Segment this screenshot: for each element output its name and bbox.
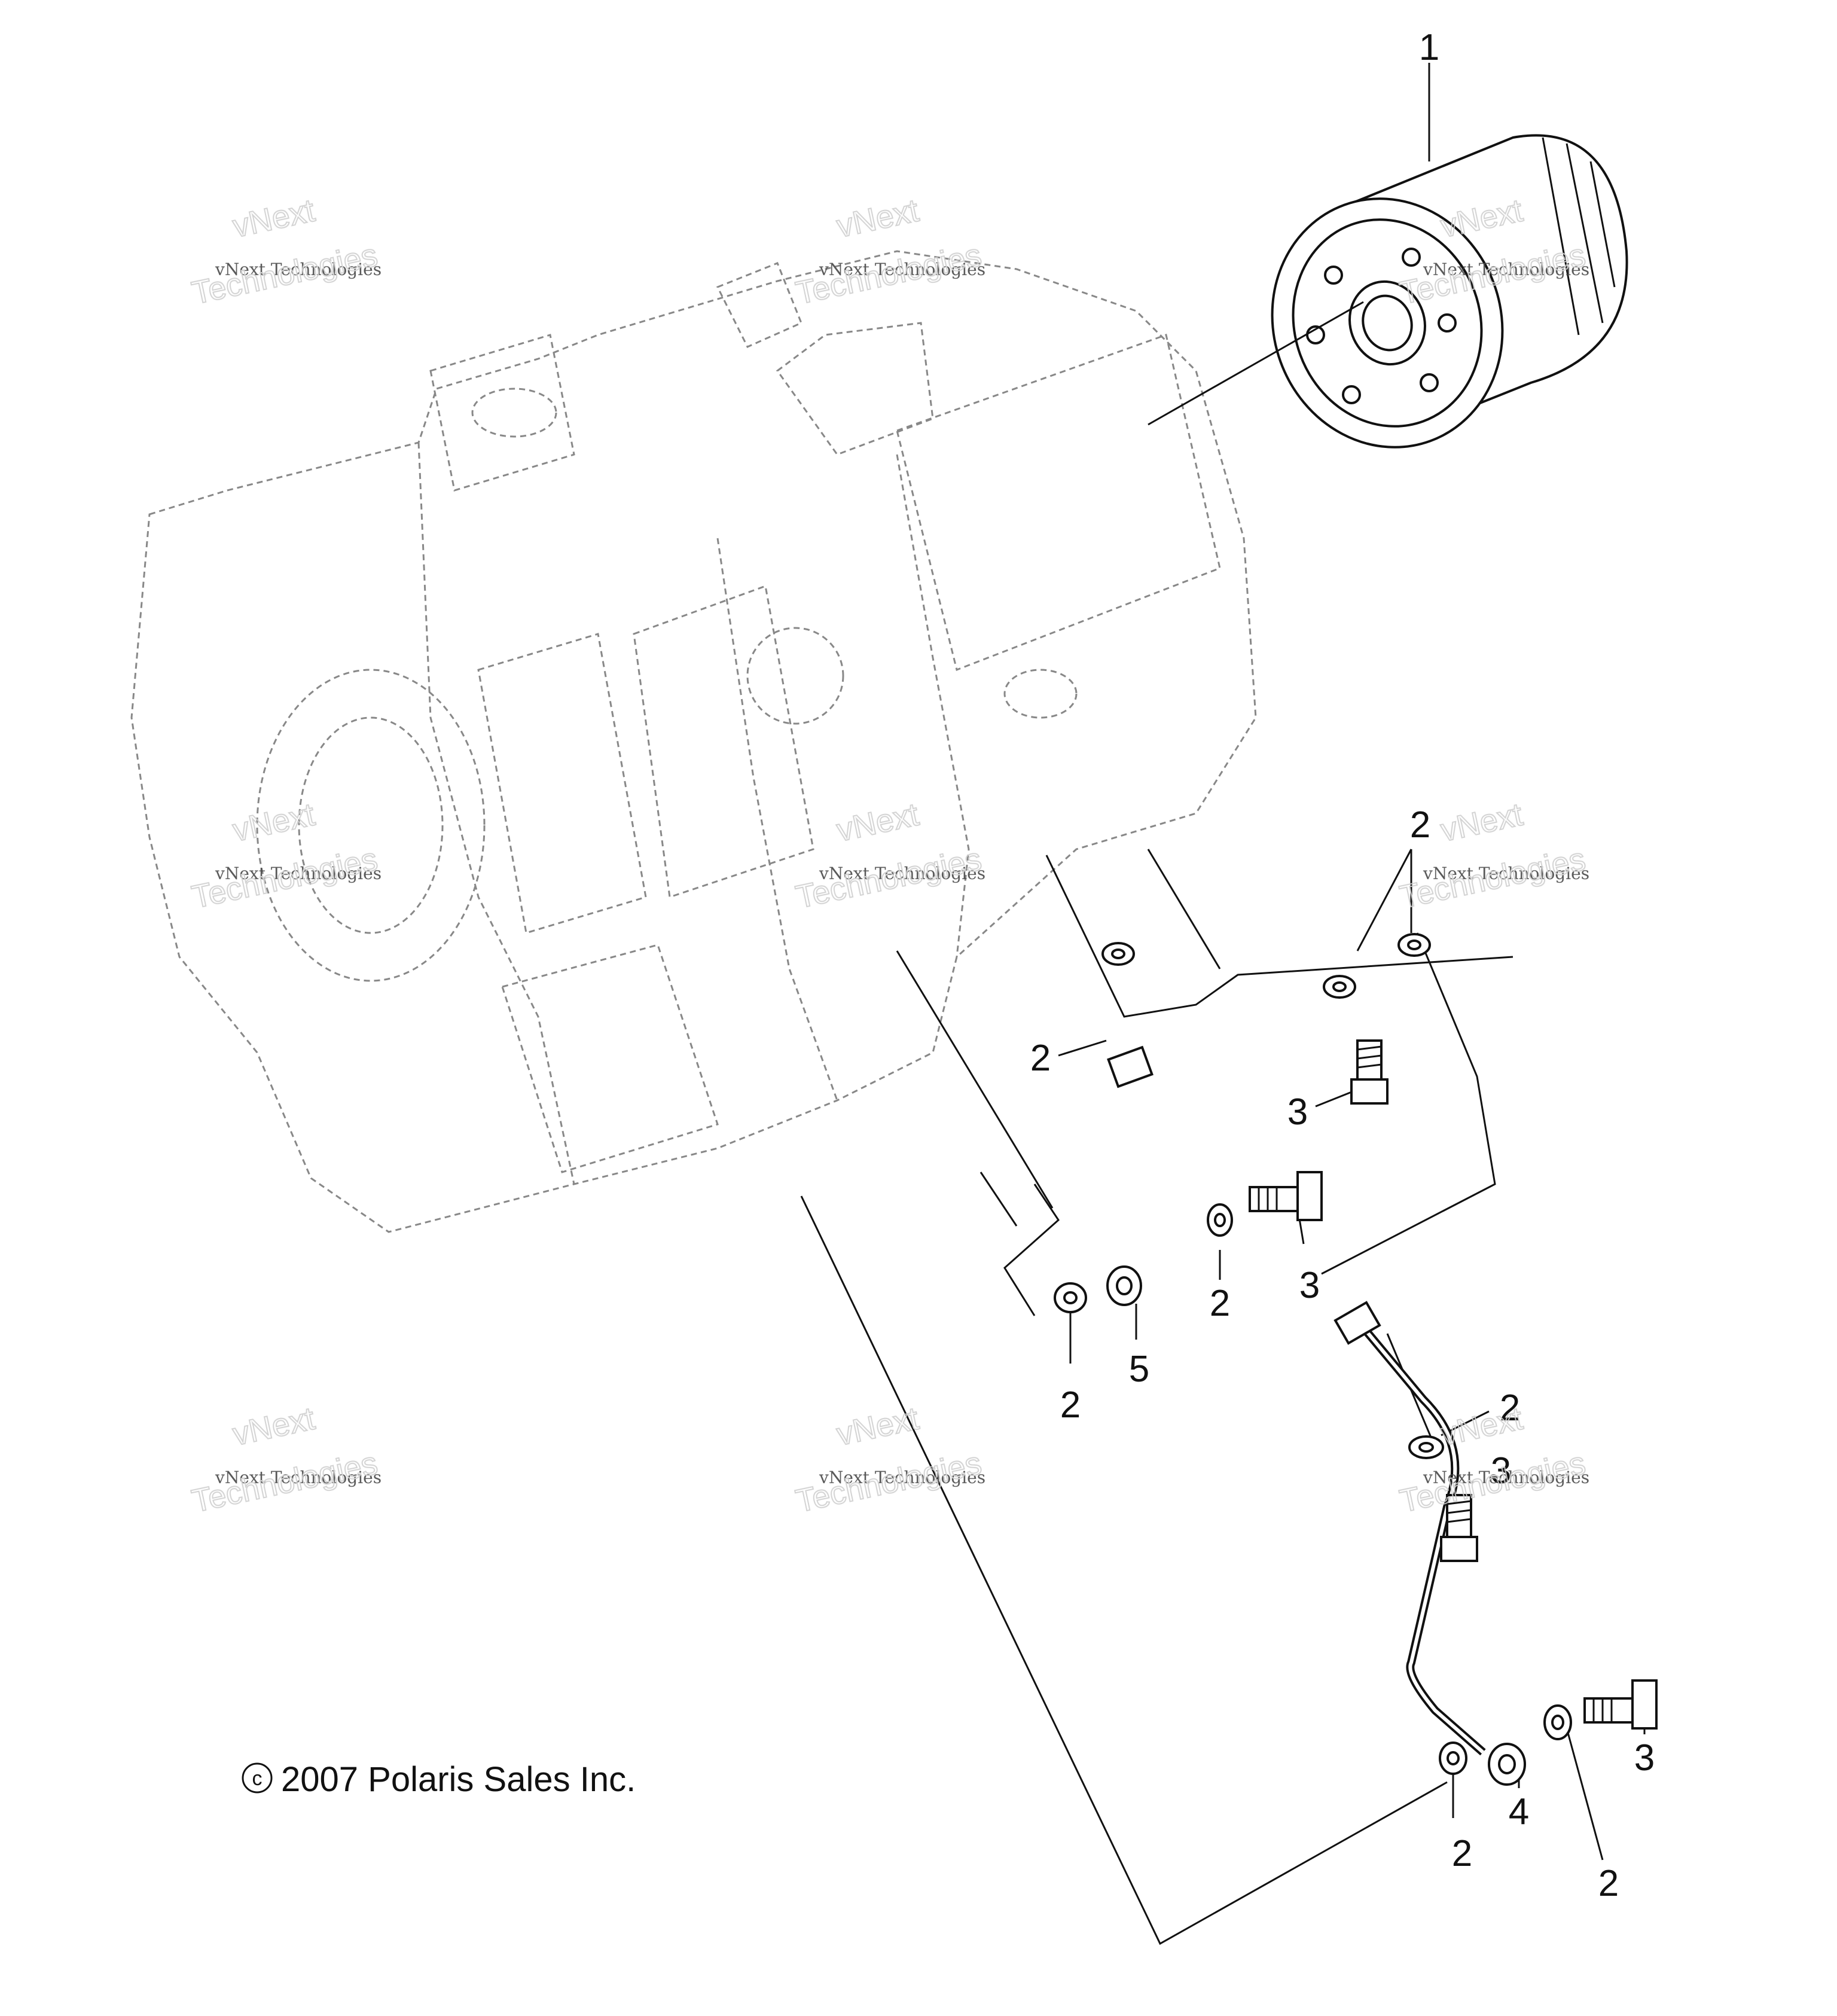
washer-8 [1543,1704,1572,1740]
svg-text:vNext: vNext [230,1401,318,1453]
callout-2: 2 [1598,1863,1619,1904]
svg-text:Technologies: Technologies [189,237,381,311]
bolt-4 [1583,1679,1658,1730]
svg-text:vNext Technologies: vNext Technologies [1423,1468,1589,1487]
bolt-2 [1249,1171,1323,1221]
svg-text:vNext Technologies: vNext Technologies [819,864,985,883]
watermark: vNext vNext Technologies Technologies [792,796,985,916]
callout-2: 2 [1060,1384,1081,1426]
svg-text:vNext Technologies: vNext Technologies [215,1468,382,1487]
svg-text:Technologies: Technologies [793,1445,985,1519]
svg-text:vNext: vNext [230,193,318,245]
copyright-text: 2007 Polaris Sales Inc. [281,1760,636,1799]
svg-text:vNext: vNext [1438,1401,1526,1453]
callout-2: 2 [1030,1038,1051,1079]
washer-group [1054,933,1572,1775]
bolt-3 [1440,1494,1478,1562]
washer-3 [1397,933,1431,957]
callout-labels: 1 2 2 3 3 2 5 2 2 3 3 4 2 2 [1030,27,1655,1904]
svg-text:Technologies: Technologies [1397,841,1589,915]
svg-text:vNext Technologies: vNext Technologies [215,260,382,279]
callout-3: 3 [1491,1450,1511,1492]
svg-text:Technologies: Technologies [189,841,381,915]
oil-filter [1271,134,1628,449]
washer-2 [1323,975,1356,999]
callout-4: 4 [1509,1791,1529,1832]
callout-1: 1 [1419,27,1439,68]
bolt-1 [1350,1039,1389,1105]
washer-4 [1207,1203,1233,1237]
svg-text:vNext Technologies: vNext Technologies [1423,260,1589,279]
copyright-symbol: c [252,1767,263,1790]
engine-block-outline [130,250,1257,1233]
svg-text:vNext: vNext [230,797,318,849]
callout-5: 5 [1129,1349,1149,1390]
copyright-notice: c 2007 Polaris Sales Inc. [242,1760,636,1799]
washer-7 [1439,1741,1467,1775]
watermark: vNext vNext Technologies Technologies [188,192,382,312]
callout-3: 3 [1299,1265,1320,1306]
oil-line-5 [1074,1045,1154,1306]
callout-3: 3 [1287,1091,1308,1133]
svg-text:vNext Technologies: vNext Technologies [215,864,382,883]
svg-text:vNext: vNext [834,797,922,849]
watermark: vNext vNext Technologies Technologies [188,1400,382,1520]
svg-text:Technologies: Technologies [793,237,985,311]
washer-5 [1054,1282,1087,1313]
svg-text:vNext: vNext [834,193,922,245]
oil-line-4 [1333,1301,1526,1786]
callout-3: 3 [1634,1737,1655,1779]
callout-2: 2 [1210,1283,1230,1324]
callout-2: 2 [1410,804,1430,846]
callout-2: 2 [1500,1387,1520,1429]
callout-2: 2 [1452,1833,1472,1874]
washer-1 [1101,942,1135,966]
svg-text:vNext: vNext [834,1401,922,1453]
watermark: vNext vNext Technologies Technologies [792,192,985,312]
svg-text:vNext Technologies: vNext Technologies [819,1468,985,1487]
svg-text:Technologies: Technologies [189,1445,381,1519]
svg-text:vNext Technologies: vNext Technologies [1423,864,1589,883]
svg-text:vNext: vNext [1438,797,1526,849]
washer-6 [1408,1435,1444,1459]
watermark: vNext vNext Technologies Technologies [188,796,382,916]
watermark: vNext vNext Technologies Technologies [792,1400,985,1520]
svg-text:Technologies: Technologies [793,841,985,915]
bolt-group [1249,1039,1658,1730]
svg-text:vNext Technologies: vNext Technologies [819,260,985,279]
watermark: vNext vNext Technologies Technologies [1396,1400,1589,1520]
